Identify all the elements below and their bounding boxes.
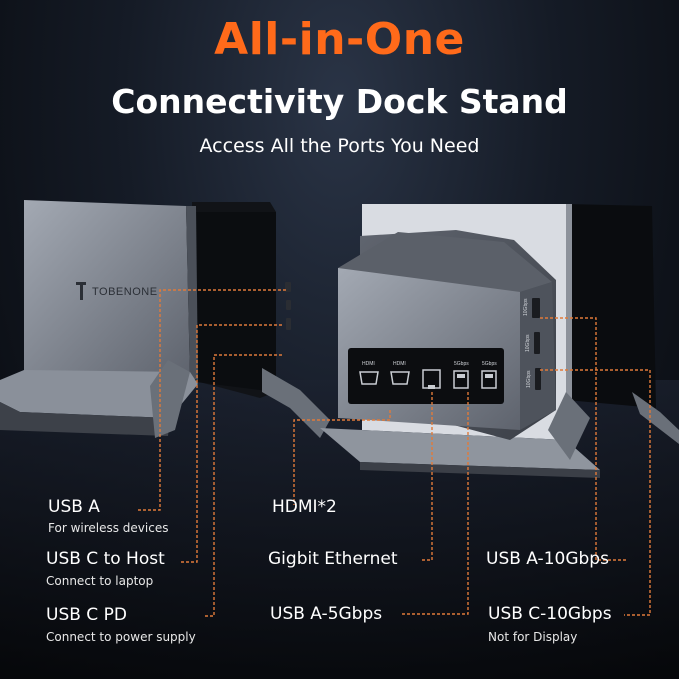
callout-usb-a-10g-title: USB A-10Gbps xyxy=(486,549,609,569)
usb-a-5g-port-1 xyxy=(453,370,469,389)
line-hdmi xyxy=(293,410,391,505)
right-dock-stand xyxy=(320,204,679,478)
port-label-5g-2: 5Gbps xyxy=(482,361,497,367)
subhead: Connectivity Dock Stand xyxy=(111,82,568,121)
port-label-10g-3: 10Gbps xyxy=(526,370,532,388)
callout-usb-a-title: USB A xyxy=(48,497,100,517)
hdmi-port-1 xyxy=(359,371,379,385)
tagline: Access All the Ports You Need xyxy=(199,135,480,157)
callout-usb-a-desc: For wireless devices xyxy=(48,521,169,535)
callout-usb-c-pd-desc: Connect to power supply xyxy=(46,630,196,644)
port-label-5g-1: 5Gbps xyxy=(454,361,469,367)
port-label-hdmi-1: HDMI xyxy=(362,361,375,367)
port-label-hdmi-2: HDMI xyxy=(393,361,406,367)
port-label-10g-1: 10Gbps xyxy=(523,298,529,316)
callout-usb-c-pd-title: USB C PD xyxy=(46,605,127,625)
brand-logo: TOBENONE xyxy=(92,286,158,298)
usb-a-5g-port-2 xyxy=(481,370,497,389)
callout-hdmi-title: HDMI*2 xyxy=(272,497,337,517)
callout-ethernet-title: Gigbit Ethernet xyxy=(268,549,398,569)
port-label-10g-2: 10Gbps xyxy=(525,334,531,352)
line-usb-c-10g xyxy=(540,369,651,616)
left-dock-stand xyxy=(0,200,330,438)
callout-usb-c-host-desc: Connect to laptop xyxy=(46,574,154,588)
callout-usb-c-10g-desc: Not for Display xyxy=(488,630,578,644)
hdmi-port-2 xyxy=(390,371,410,385)
headline: All-in-One xyxy=(214,14,465,65)
callout-usb-a-5g-title: USB A-5Gbps xyxy=(270,604,383,624)
line-usb-a-5g xyxy=(402,392,469,615)
callout-lines xyxy=(137,289,651,617)
line-usb-c-host xyxy=(180,324,282,563)
callout-usb-c-host-title: USB C to Host xyxy=(46,549,165,569)
front-port-panel xyxy=(348,348,504,404)
ethernet-port xyxy=(422,369,441,389)
line-usb-a xyxy=(137,289,286,511)
line-usb-a-10g xyxy=(540,317,627,561)
callout-usb-c-10g-title: USB C-10Gbps xyxy=(488,604,612,624)
line-ethernet xyxy=(420,392,433,561)
